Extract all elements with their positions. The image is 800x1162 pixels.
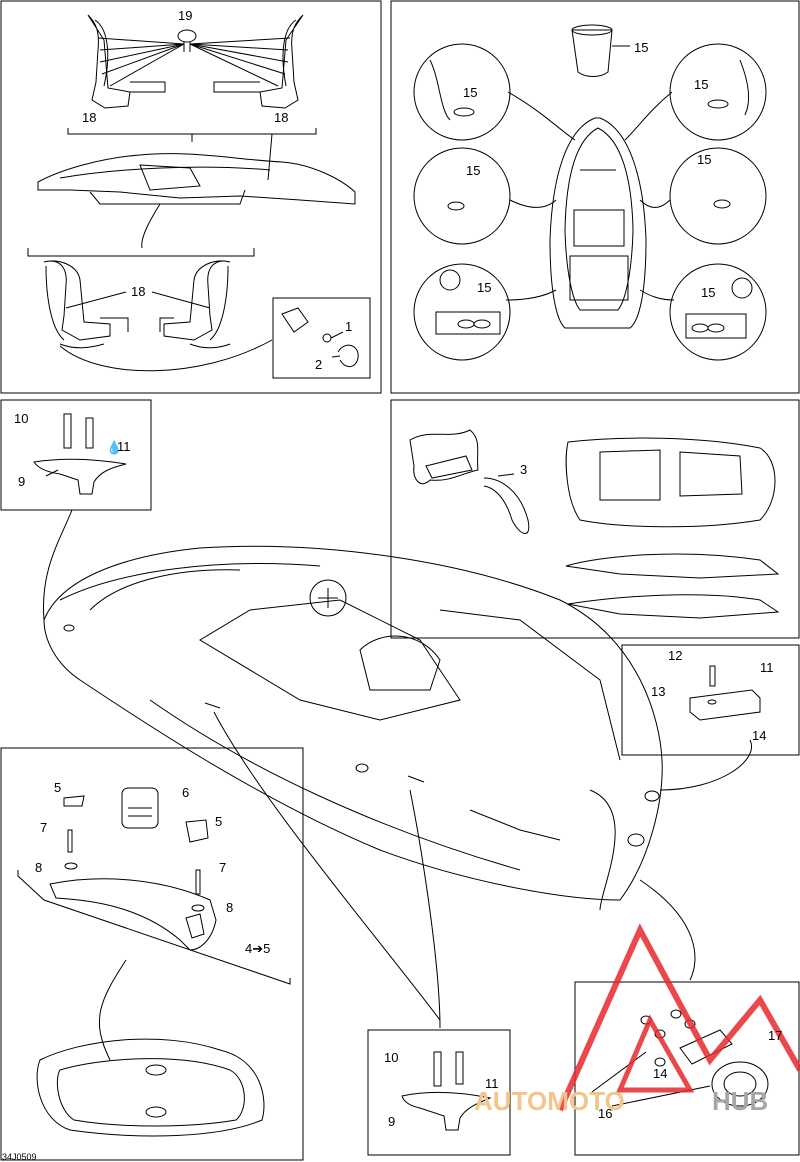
label-17: 17 [768, 1028, 782, 1043]
label-15a: 15 [634, 40, 648, 55]
inset-lr [669, 263, 767, 361]
label-9b: 9 [388, 1114, 395, 1129]
label-14a: 14 [752, 728, 766, 743]
boat-top-view [549, 117, 647, 329]
label-1: 1 [345, 319, 352, 334]
label-11a-drop: 💧 [106, 440, 122, 455]
label-15b: 15 [463, 85, 477, 100]
inset-mr [669, 147, 767, 245]
label-15c: 15 [694, 77, 708, 92]
label-10b: 10 [384, 1050, 398, 1065]
label-18a: 18 [82, 110, 96, 125]
label-5b: 5 [215, 814, 222, 829]
main-boat [43, 545, 752, 1029]
inset-ur [669, 43, 767, 141]
upper-seat-pads [67, 14, 317, 142]
inset-ml [413, 147, 511, 245]
fastener-inset-1-2 [272, 297, 371, 379]
label-8a: 8 [35, 860, 42, 875]
callouts: 19 18 18 18 1 2 15 15 15 15 15 15 15 10 … [2, 8, 782, 1162]
label-6: 6 [182, 785, 189, 800]
watermark-text-b: HUB [712, 1086, 768, 1116]
lower-seat-pads [27, 248, 273, 372]
label-10a: 10 [14, 411, 28, 426]
watermark-text-a: AUTOMOTO [474, 1086, 625, 1116]
clip-19 [177, 29, 197, 43]
cleat-left [33, 413, 127, 621]
figure-code: 34J0509 [2, 1152, 37, 1162]
label-15e: 15 [697, 152, 711, 167]
label-2: 2 [315, 357, 322, 372]
strap-panel [409, 429, 780, 619]
label-7b: 7 [219, 860, 226, 875]
label-18b: 18 [274, 110, 288, 125]
label-18c: 18 [131, 284, 145, 299]
label-8b: 8 [226, 900, 233, 915]
pad-panel [689, 665, 761, 721]
label-14b: 14 [653, 1066, 667, 1081]
label-11a: 11 [117, 439, 131, 454]
inset-ul [413, 43, 511, 141]
panel-handle [0, 747, 304, 1161]
panel-pad [621, 644, 800, 756]
label-15d: 15 [466, 163, 480, 178]
label-4to5: 4➔5 [245, 941, 270, 956]
handle-panel [17, 787, 291, 1137]
label-13: 13 [651, 684, 665, 699]
panel-strap [390, 399, 800, 639]
panel-top-right [390, 0, 800, 394]
label-5a: 5 [54, 780, 61, 795]
label-16: 16 [598, 1106, 612, 1121]
inset-ll [413, 263, 511, 361]
panel-cleat-left [0, 399, 152, 511]
panel-top-left [0, 0, 382, 394]
label-7a: 7 [40, 820, 47, 835]
label-11c: 11 [485, 1076, 499, 1091]
panel-cleat-bottom [367, 1029, 511, 1156]
label-19: 19 [178, 8, 192, 23]
watermark-logo [557, 923, 800, 1112]
watermark-text: AUTOMOTO HUB [474, 1086, 768, 1116]
cupholder-15 [571, 24, 630, 77]
label-15g: 15 [701, 285, 715, 300]
cupholder-insets [413, 43, 767, 361]
label-11b: 11 [760, 660, 774, 675]
label-12: 12 [668, 648, 682, 663]
label-9a: 9 [18, 474, 25, 489]
label-3: 3 [520, 462, 527, 477]
cleat-bottom [401, 1051, 492, 1131]
boat-side-view-top [37, 133, 356, 249]
label-15f: 15 [477, 280, 491, 295]
